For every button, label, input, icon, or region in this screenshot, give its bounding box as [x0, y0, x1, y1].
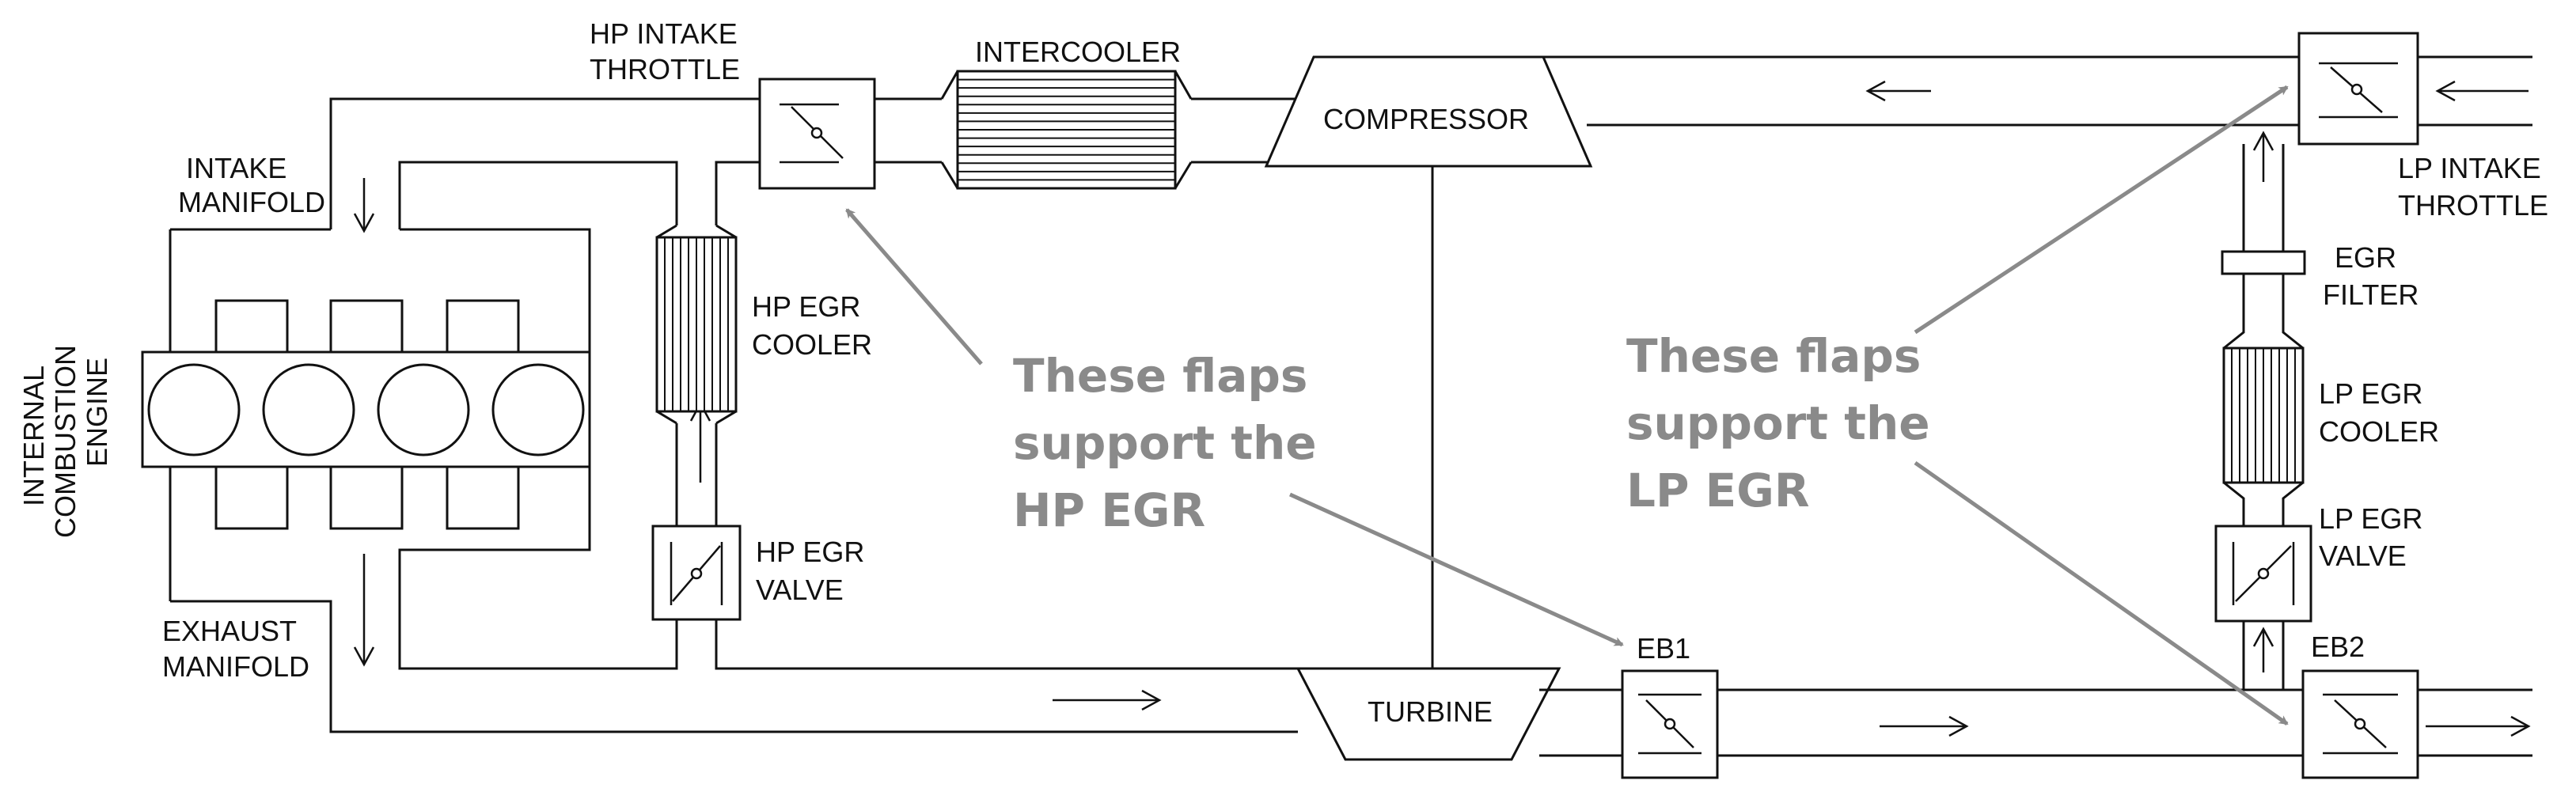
label-hp-egr-cooler-2: COOLER	[752, 328, 872, 361]
lp-egr-cooler	[2222, 347, 2305, 484]
eb2-flap	[2301, 669, 2419, 779]
engine-block	[141, 228, 1298, 733]
label-engine-3: ENGINE	[81, 358, 113, 467]
label-hp-egr-cooler-1: HP EGR	[752, 290, 860, 323]
label-hp-intake-throttle-1: HP INTAKE	[590, 17, 738, 50]
label-hp-egr-valve-2: VALVE	[756, 574, 844, 606]
hp-arrow-to-eb1	[1288, 492, 1624, 647]
lp-arrow-to-lp-throttle	[1914, 85, 2289, 335]
hp-note-line-1: These flaps	[1013, 349, 1307, 403]
intake-pipe	[329, 55, 2532, 229]
label-exhaust-manifold-1: EXHAUST	[162, 615, 297, 647]
eb1-flap	[1621, 669, 1719, 779]
label-lp-intake-throttle-1: LP INTAKE	[2398, 152, 2541, 184]
lp-egr-valve	[2214, 525, 2312, 623]
hp-note-line-2: support the	[1013, 416, 1317, 470]
lp-note-line-3: LP EGR	[1626, 464, 1810, 517]
label-lp-egr-valve-2: VALVE	[2319, 540, 2407, 572]
label-lp-egr-valve-1: LP EGR	[2319, 502, 2422, 535]
intercooler	[940, 70, 1193, 190]
label-turbine: TURBINE	[1368, 695, 1493, 728]
label-egr-filter-1: EGR	[2335, 241, 2396, 274]
hp-egr-valve	[651, 525, 742, 641]
label-intake-manifold-1: INTAKE	[186, 152, 286, 184]
label-engine-1: INTERNAL	[17, 366, 50, 506]
label-lp-egr-cooler-1: LP EGR	[2319, 377, 2422, 410]
label-eb1: EB1	[1637, 632, 1690, 665]
hp-intake-throttle	[758, 78, 876, 190]
turbine	[1296, 667, 1561, 761]
hp-egr-callout: These flaps support the HP EGR	[845, 208, 1624, 647]
label-egr-filter-2: FILTER	[2323, 278, 2419, 311]
lp-note-line-2: support the	[1626, 396, 1930, 450]
compressor	[1264, 55, 1593, 168]
label-compressor: COMPRESSOR	[1323, 103, 1529, 135]
lp-egr-callout: These flaps support the LP EGR	[1626, 85, 2289, 726]
label-intake-manifold-2: MANIFOLD	[178, 186, 325, 218]
lp-egr-line	[2221, 144, 2306, 690]
label-hp-egr-valve-1: HP EGR	[756, 536, 864, 568]
label-hp-intake-throttle-2: THROTTLE	[590, 53, 740, 85]
label-lp-egr-cooler-2: COOLER	[2319, 415, 2439, 448]
lp-intake-throttle	[2297, 32, 2419, 146]
label-engine-2: COMBUSTION	[49, 345, 82, 538]
flow-arrows	[353, 80, 2531, 737]
label-exhaust-manifold-2: MANIFOLD	[162, 650, 309, 683]
lp-note-line-1: These flaps	[1626, 329, 1921, 383]
hp-note-line-3: HP EGR	[1013, 483, 1205, 537]
exhaust-pipe	[1539, 688, 2532, 757]
label-intercooler: INTERCOOLER	[975, 36, 1181, 68]
hp-arrow-to-hp-throttle	[845, 208, 983, 366]
lp-arrow-to-eb2	[1914, 460, 2289, 726]
hp-egr-cooler	[655, 224, 738, 526]
label-eb2: EB2	[2311, 631, 2365, 663]
label-lp-intake-throttle-2: THROTTLE	[2398, 189, 2548, 222]
